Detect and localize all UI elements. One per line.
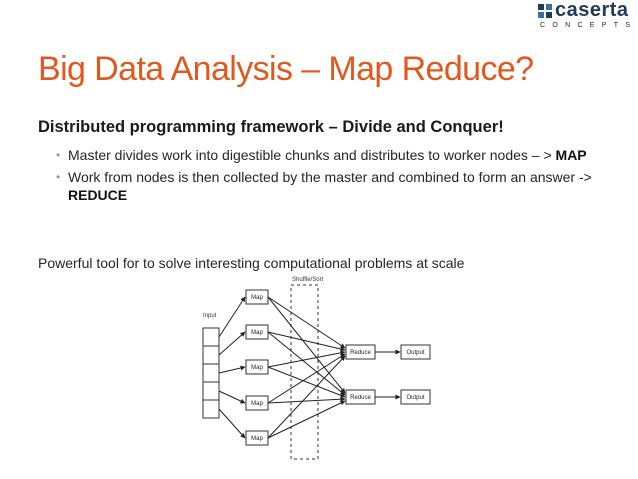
bullet-list: Master divides work into digestible chun…: [56, 146, 616, 208]
map-to-reduce-arrow: [267, 350, 346, 368]
input-label: Input: [203, 313, 217, 319]
caserta-logo: caserta CONCEPTS: [538, 0, 638, 32]
map-to-reduce-arrow: [267, 331, 346, 396]
logo-wordmark: caserta: [555, 0, 629, 21]
map-label: Map: [251, 295, 263, 301]
input-chunk: [202, 399, 220, 419]
map-label: Map: [251, 436, 263, 442]
map-to-reduce-arrow: [267, 400, 346, 439]
slide-tagline: Powerful tool for to solve interesting c…: [38, 255, 465, 271]
bullet-keyword: REDUCE: [68, 187, 128, 203]
input-chunk: [202, 345, 220, 365]
map-label: Map: [251, 365, 263, 371]
slide-title: Big Data Analysis – Map Reduce?: [38, 50, 534, 88]
output-label: Output: [406, 350, 424, 356]
reduce-label: Reduce: [350, 350, 371, 356]
input-to-map-arrow: [218, 408, 246, 439]
map-to-reduce-arrow: [267, 296, 346, 394]
map-to-reduce-arrow: [267, 366, 346, 398]
output-box: [400, 389, 431, 405]
bullet-item-map: Master divides work into digestible chun…: [56, 146, 616, 164]
map-label: Map: [251, 401, 263, 407]
bullet-keyword: MAP: [555, 147, 587, 163]
logo-mark-icon: [538, 4, 552, 18]
input-chunk: [202, 381, 220, 401]
bullet-text: Master divides work into digestible chun…: [68, 147, 556, 163]
input-to-map-arrow: [218, 296, 246, 338]
input-to-map-arrow: [218, 365, 246, 374]
shuffle-sort-label: Shuffle/Sort: [292, 277, 324, 283]
map-to-reduce-arrow: [267, 331, 346, 352]
logo-tagline: CONCEPTS: [540, 22, 638, 29]
map-label: Map: [251, 330, 263, 336]
input-to-map-arrow: [218, 390, 246, 404]
shuffle-sort-region: [290, 284, 319, 460]
bullet-item-reduce: Work from nodes is then collected by the…: [56, 168, 616, 204]
map-to-reduce-arrow: [267, 396, 346, 404]
bullet-text: Work from nodes is then collected by the…: [68, 169, 592, 185]
slide-subheading: Distributed programming framework – Divi…: [38, 118, 504, 136]
output-box: [400, 344, 431, 360]
input-stack: [202, 327, 220, 419]
map-to-reduce-arrow: [267, 355, 346, 439]
map-to-reduce-arrow: [267, 353, 346, 404]
input-to-map-arrow: [218, 331, 246, 356]
output-label: Output: [406, 395, 424, 401]
input-chunk: [202, 327, 220, 347]
reduce-label: Reduce: [350, 395, 371, 401]
input-chunk: [202, 363, 220, 383]
mapreduce-diagram: Shuffle/Sort Input Map Map: [200, 270, 450, 475]
map-to-reduce-arrow: [267, 296, 346, 349]
